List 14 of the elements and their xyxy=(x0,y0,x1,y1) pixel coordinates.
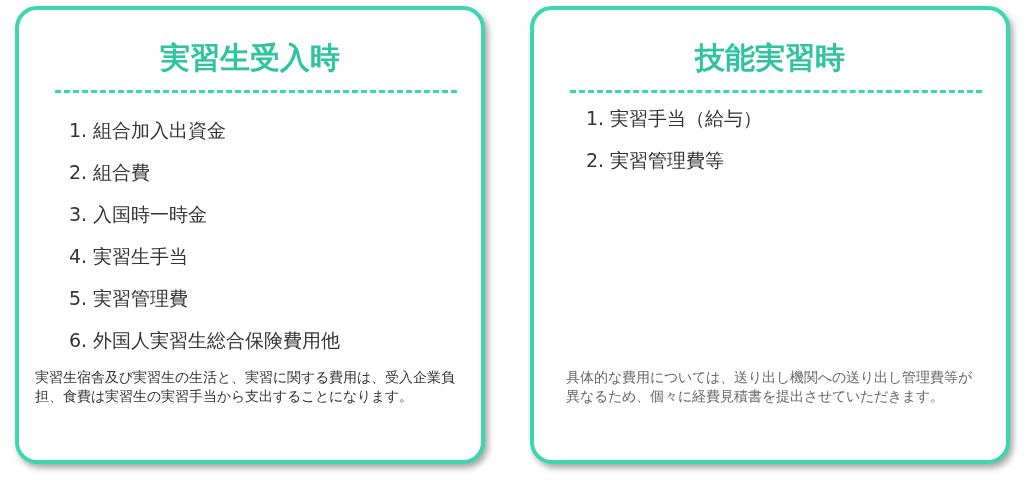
cost-card xyxy=(15,6,485,464)
list-item: 2. 組合費 xyxy=(69,160,151,185)
list-item: 6. 外国人実習生総合保険費用他 xyxy=(69,328,341,353)
list-item: 1. 実習手当（給与） xyxy=(586,106,763,131)
cost-card xyxy=(530,6,1010,464)
list-item: 4. 実習生手当 xyxy=(69,244,189,269)
note-text: 実習生宿舎及び実習生の生活と、実習に関する費用は、受入企業負担、食費は実習生の実習手当から支出することになります。 xyxy=(35,368,456,406)
card-heading: 技能実習時 xyxy=(695,39,845,77)
list-item: 2. 実習管理費等 xyxy=(586,148,725,173)
list-item: 1. 組合加入出資金 xyxy=(69,118,227,143)
note-text: 具体的な費用については、送り出し機関への送り出し管理費等が異なるため、個々に経費見積書を提出させていただきます。 xyxy=(566,368,973,406)
list-item: 3. 入国時一時金 xyxy=(69,202,208,227)
list-item: 5. 実習管理費 xyxy=(69,286,189,311)
card-heading: 実習生受入時 xyxy=(160,39,340,77)
